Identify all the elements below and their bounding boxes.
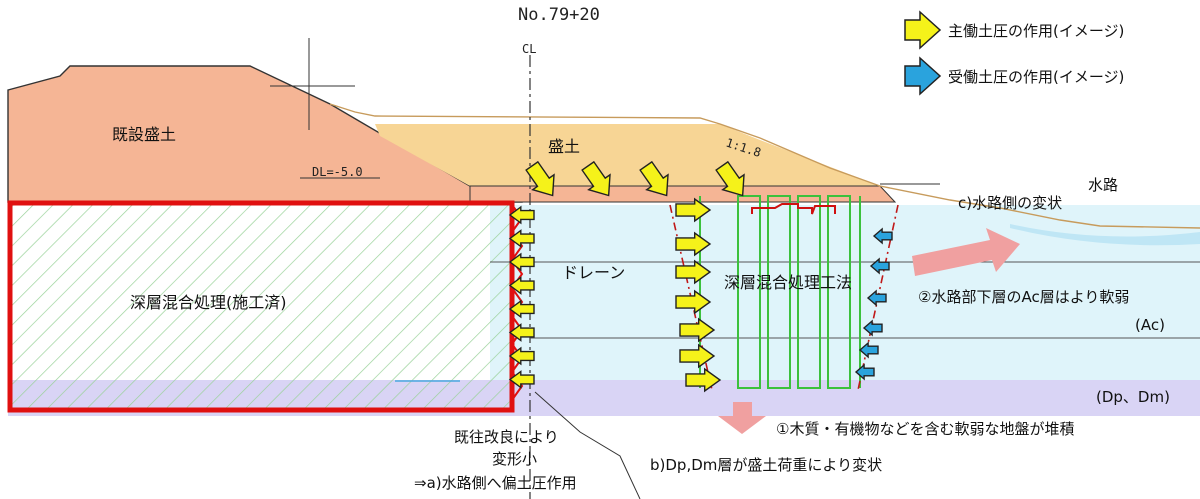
legend: 主働土圧の作用(イメージ) 受働土圧の作用(イメージ) <box>904 10 1124 96</box>
pink-arrow-waterway <box>912 228 1020 276</box>
soft-ground-label: ①木質・有機物などを含む軟弱な地盤が堆積 <box>776 420 1074 438</box>
active-arrow <box>508 252 535 272</box>
legend-passive-label: 受働土圧の作用(イメージ) <box>948 68 1124 86</box>
legend-active-label: 主働土圧の作用(イメージ) <box>948 22 1124 40</box>
deep-mixing-columns <box>699 195 861 389</box>
active-arrow <box>581 160 611 197</box>
active-arrow <box>508 205 535 225</box>
waterway-deform-label: c)水路側の変状 <box>958 194 1062 212</box>
ac-layer-label: (Ac) <box>1135 316 1165 334</box>
active-arrow <box>508 276 535 295</box>
passive-arrow <box>872 227 893 245</box>
ac-weaker-label: ②水路部下層のAc層はより軟弱 <box>918 288 1129 306</box>
active-arrow <box>685 367 722 393</box>
callout-line-3: ⇒a)水路側へ偏土圧作用 <box>414 474 577 492</box>
waterway-label: 水路 <box>1088 176 1118 194</box>
callout-leader <box>534 391 641 499</box>
centerline-label: CL <box>522 42 536 56</box>
callout-line-2: 変形小 <box>492 450 537 468</box>
column-caps <box>751 203 836 215</box>
legend-passive-arrow <box>904 56 942 96</box>
active-arrow <box>715 160 745 197</box>
active-arrow <box>675 259 712 285</box>
passive-pressure-arrows <box>854 227 893 381</box>
active-arrow <box>679 317 716 343</box>
active-arrow <box>675 197 712 223</box>
active-arrow <box>675 231 712 257</box>
deep-mixing-method-label: 深層混合処理工法 <box>724 273 852 292</box>
active-pressure-arrows <box>508 160 745 393</box>
active-arrow <box>525 160 555 197</box>
treated-zone <box>7 200 515 413</box>
existing-embankment-label: 既設盛土 <box>112 125 176 144</box>
waterway-water <box>1010 224 1200 246</box>
ground-surface-line <box>329 103 1200 229</box>
passive-arrow <box>866 289 887 307</box>
deep-mixing-done-label: 深層混合処理(施工済) <box>130 293 287 312</box>
active-arrow <box>679 343 716 369</box>
active-arrow <box>639 160 669 197</box>
active-arrow <box>675 289 712 315</box>
active-arrow <box>508 323 535 342</box>
ac-layer <box>490 205 1200 383</box>
embankment-label: 盛土 <box>548 137 580 156</box>
dp-dm-layer-label: (Dp、Dm) <box>1096 388 1170 406</box>
passive-arrow <box>858 341 879 359</box>
active-arrow <box>508 299 535 319</box>
dl-label: DL=-5.0 <box>312 165 363 179</box>
pink-arrow-down <box>718 402 766 434</box>
legend-active-arrow <box>904 10 942 50</box>
passive-arrow <box>869 257 890 275</box>
active-arrow <box>508 370 535 389</box>
drain-label: ドレーン <box>562 263 625 282</box>
section-title: No.79+20 <box>518 5 600 25</box>
callout-line-1: 既往改良により <box>454 428 559 446</box>
active-arrow <box>508 346 535 366</box>
passive-arrow <box>854 363 875 381</box>
passive-arrow <box>862 319 883 337</box>
dp-dm-deform-label: b)Dp,Dm層が盛土荷重により変状 <box>650 456 882 474</box>
active-arrow <box>508 229 535 248</box>
new-embankment <box>375 124 880 202</box>
